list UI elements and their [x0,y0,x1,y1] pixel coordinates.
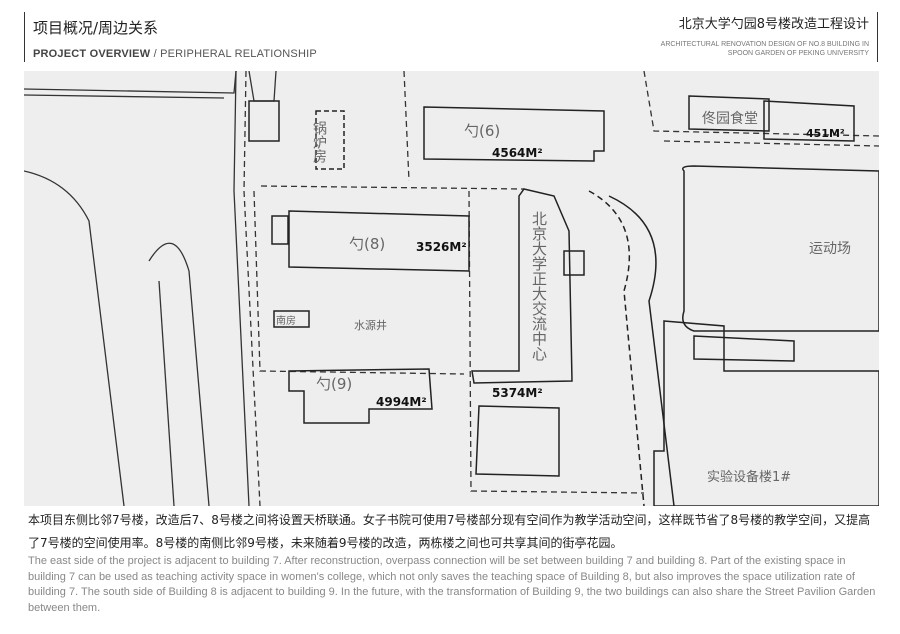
subtitle-rest: / PERIPHERAL RELATIONSHIP [150,48,317,60]
label-lab: 实验设备楼1# [707,469,791,485]
label-well: 水源井 [354,318,387,332]
project-subtitle: ARCHITECTURAL RENOVATION DESIGN OF NO.8 … [578,40,869,58]
area-center: 5374M² [492,386,543,400]
label-building8: 勺(8) [349,235,385,253]
label-canteen: 佟园食堂 [702,110,758,127]
site-plan-drawing: 锅炉房 勺(6) 4564M² 勺(8) 3526M² 北京大学正大交流中心 5… [24,71,879,506]
page-title: 项目概况/周边关系 [33,19,159,37]
label-boiler: 锅炉房 [311,121,327,163]
header-right: 北京大学勺园8号楼改造工程设计 ARCHITECTURAL RENOVATION… [578,12,878,62]
label-building6: 勺(6) [464,122,500,140]
area-building9: 4994M² [376,395,427,409]
project-subtitle-line1: ARCHITECTURAL RENOVATION DESIGN OF NO.8 … [660,41,869,48]
label-center: 北京大学正大交流中心 [530,211,548,361]
label-building9: 勺(9) [316,375,352,393]
site-plan: 锅炉房 勺(6) 4564M² 勺(8) 3526M² 北京大学正大交流中心 5… [24,71,879,506]
area-building8: 3526M² [416,240,467,254]
subtitle-bold: PROJECT OVERVIEW [33,48,151,60]
caption-chinese: 本项目东侧比邻7号楼，改造后7、8号楼之间将设置天桥联通。女子书院可使用7号楼部… [28,513,871,550]
label-hut: 南房 [276,314,296,327]
label-sports: 运动场 [809,241,851,257]
caption-english: The east side of the project is adjacent… [28,555,876,614]
area-building6: 4564M² [492,146,543,160]
project-title: 北京大学勺园8号楼改造工程设计 [678,17,869,32]
page-subtitle: PROJECT OVERVIEW / PERIPHERAL RELATIONSH… [33,46,354,62]
header-left: 项目概况/周边关系 PROJECT OVERVIEW / PERIPHERAL … [24,12,354,62]
area-canteen: 451M² [806,127,845,140]
project-subtitle-line2: SPOON GARDEN OF PEKING UNIVERSITY [727,50,869,57]
